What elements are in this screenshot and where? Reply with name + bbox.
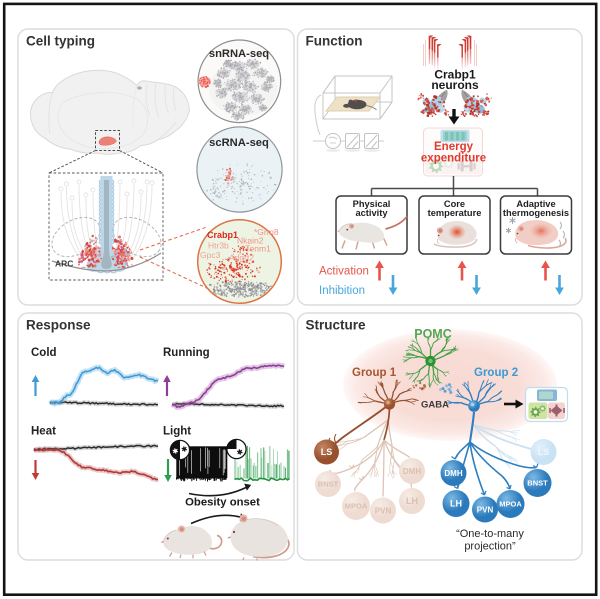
- svg-text:Htr3b: Htr3b: [208, 241, 229, 251]
- svg-text:thermogenesis: thermogenesis: [503, 208, 569, 218]
- svg-text:LS: LS: [321, 447, 333, 457]
- svg-text:DMH: DMH: [444, 469, 462, 478]
- svg-text:GABA: GABA: [421, 400, 449, 411]
- svg-text:Adaptive: Adaptive: [516, 199, 555, 209]
- svg-text:“One-to-many: “One-to-many: [456, 528, 524, 540]
- svg-text:LS: LS: [538, 447, 550, 457]
- svg-text:ARC: ARC: [55, 259, 73, 269]
- svg-text:Gpc3: Gpc3: [200, 250, 221, 260]
- svg-text:Inhibition: Inhibition: [319, 285, 365, 297]
- svg-text:BNST: BNST: [318, 480, 339, 489]
- svg-text:Adgrt2: Adgrt2: [229, 253, 254, 263]
- svg-text:Function: Function: [306, 34, 363, 49]
- svg-text:Physical: Physical: [353, 199, 391, 209]
- svg-text:BNST: BNST: [527, 479, 548, 488]
- svg-text:Heat: Heat: [31, 426, 56, 438]
- svg-text:LH: LH: [450, 499, 462, 509]
- svg-text:Obesity onset: Obesity onset: [185, 497, 260, 509]
- svg-text:DMH: DMH: [403, 467, 421, 476]
- svg-text:Running: Running: [163, 347, 210, 359]
- svg-text:expenditure: expenditure: [421, 153, 486, 165]
- svg-text:MPOA: MPOA: [345, 502, 368, 511]
- svg-text:neurons: neurons: [431, 78, 479, 92]
- svg-text:Cell typing: Cell typing: [26, 34, 95, 49]
- svg-text:*Tenm1: *Tenm1: [242, 244, 271, 254]
- svg-text:Nkain2: Nkain2: [237, 236, 264, 246]
- svg-text:POMC: POMC: [414, 327, 452, 341]
- svg-text:scRNA-seq: scRNA-seq: [209, 137, 269, 149]
- svg-text:snRNA-seq: snRNA-seq: [209, 48, 269, 60]
- svg-text:Core: Core: [444, 199, 465, 209]
- svg-text:projection”: projection”: [464, 541, 516, 553]
- svg-text:Cold: Cold: [31, 347, 57, 359]
- svg-text:Structure: Structure: [306, 318, 367, 333]
- svg-text:*Grm8: *Grm8: [254, 227, 279, 237]
- svg-text:activity: activity: [355, 208, 388, 218]
- svg-text:Crabp1: Crabp1: [434, 68, 476, 82]
- svg-text:LH: LH: [406, 496, 418, 506]
- svg-text:Light: Light: [163, 426, 191, 438]
- svg-text:Crabp1: Crabp1: [207, 230, 238, 240]
- svg-text:PVN: PVN: [375, 506, 392, 515]
- svg-text:Group 1: Group 1: [352, 367, 397, 379]
- svg-text:Response: Response: [26, 318, 91, 333]
- svg-text:PVN: PVN: [477, 505, 494, 514]
- svg-text:MPOA: MPOA: [499, 500, 522, 509]
- svg-text:temperature: temperature: [428, 208, 482, 218]
- svg-text:Energy: Energy: [434, 141, 474, 153]
- svg-text:Activation: Activation: [319, 266, 369, 278]
- svg-text:Group 2: Group 2: [474, 367, 518, 379]
